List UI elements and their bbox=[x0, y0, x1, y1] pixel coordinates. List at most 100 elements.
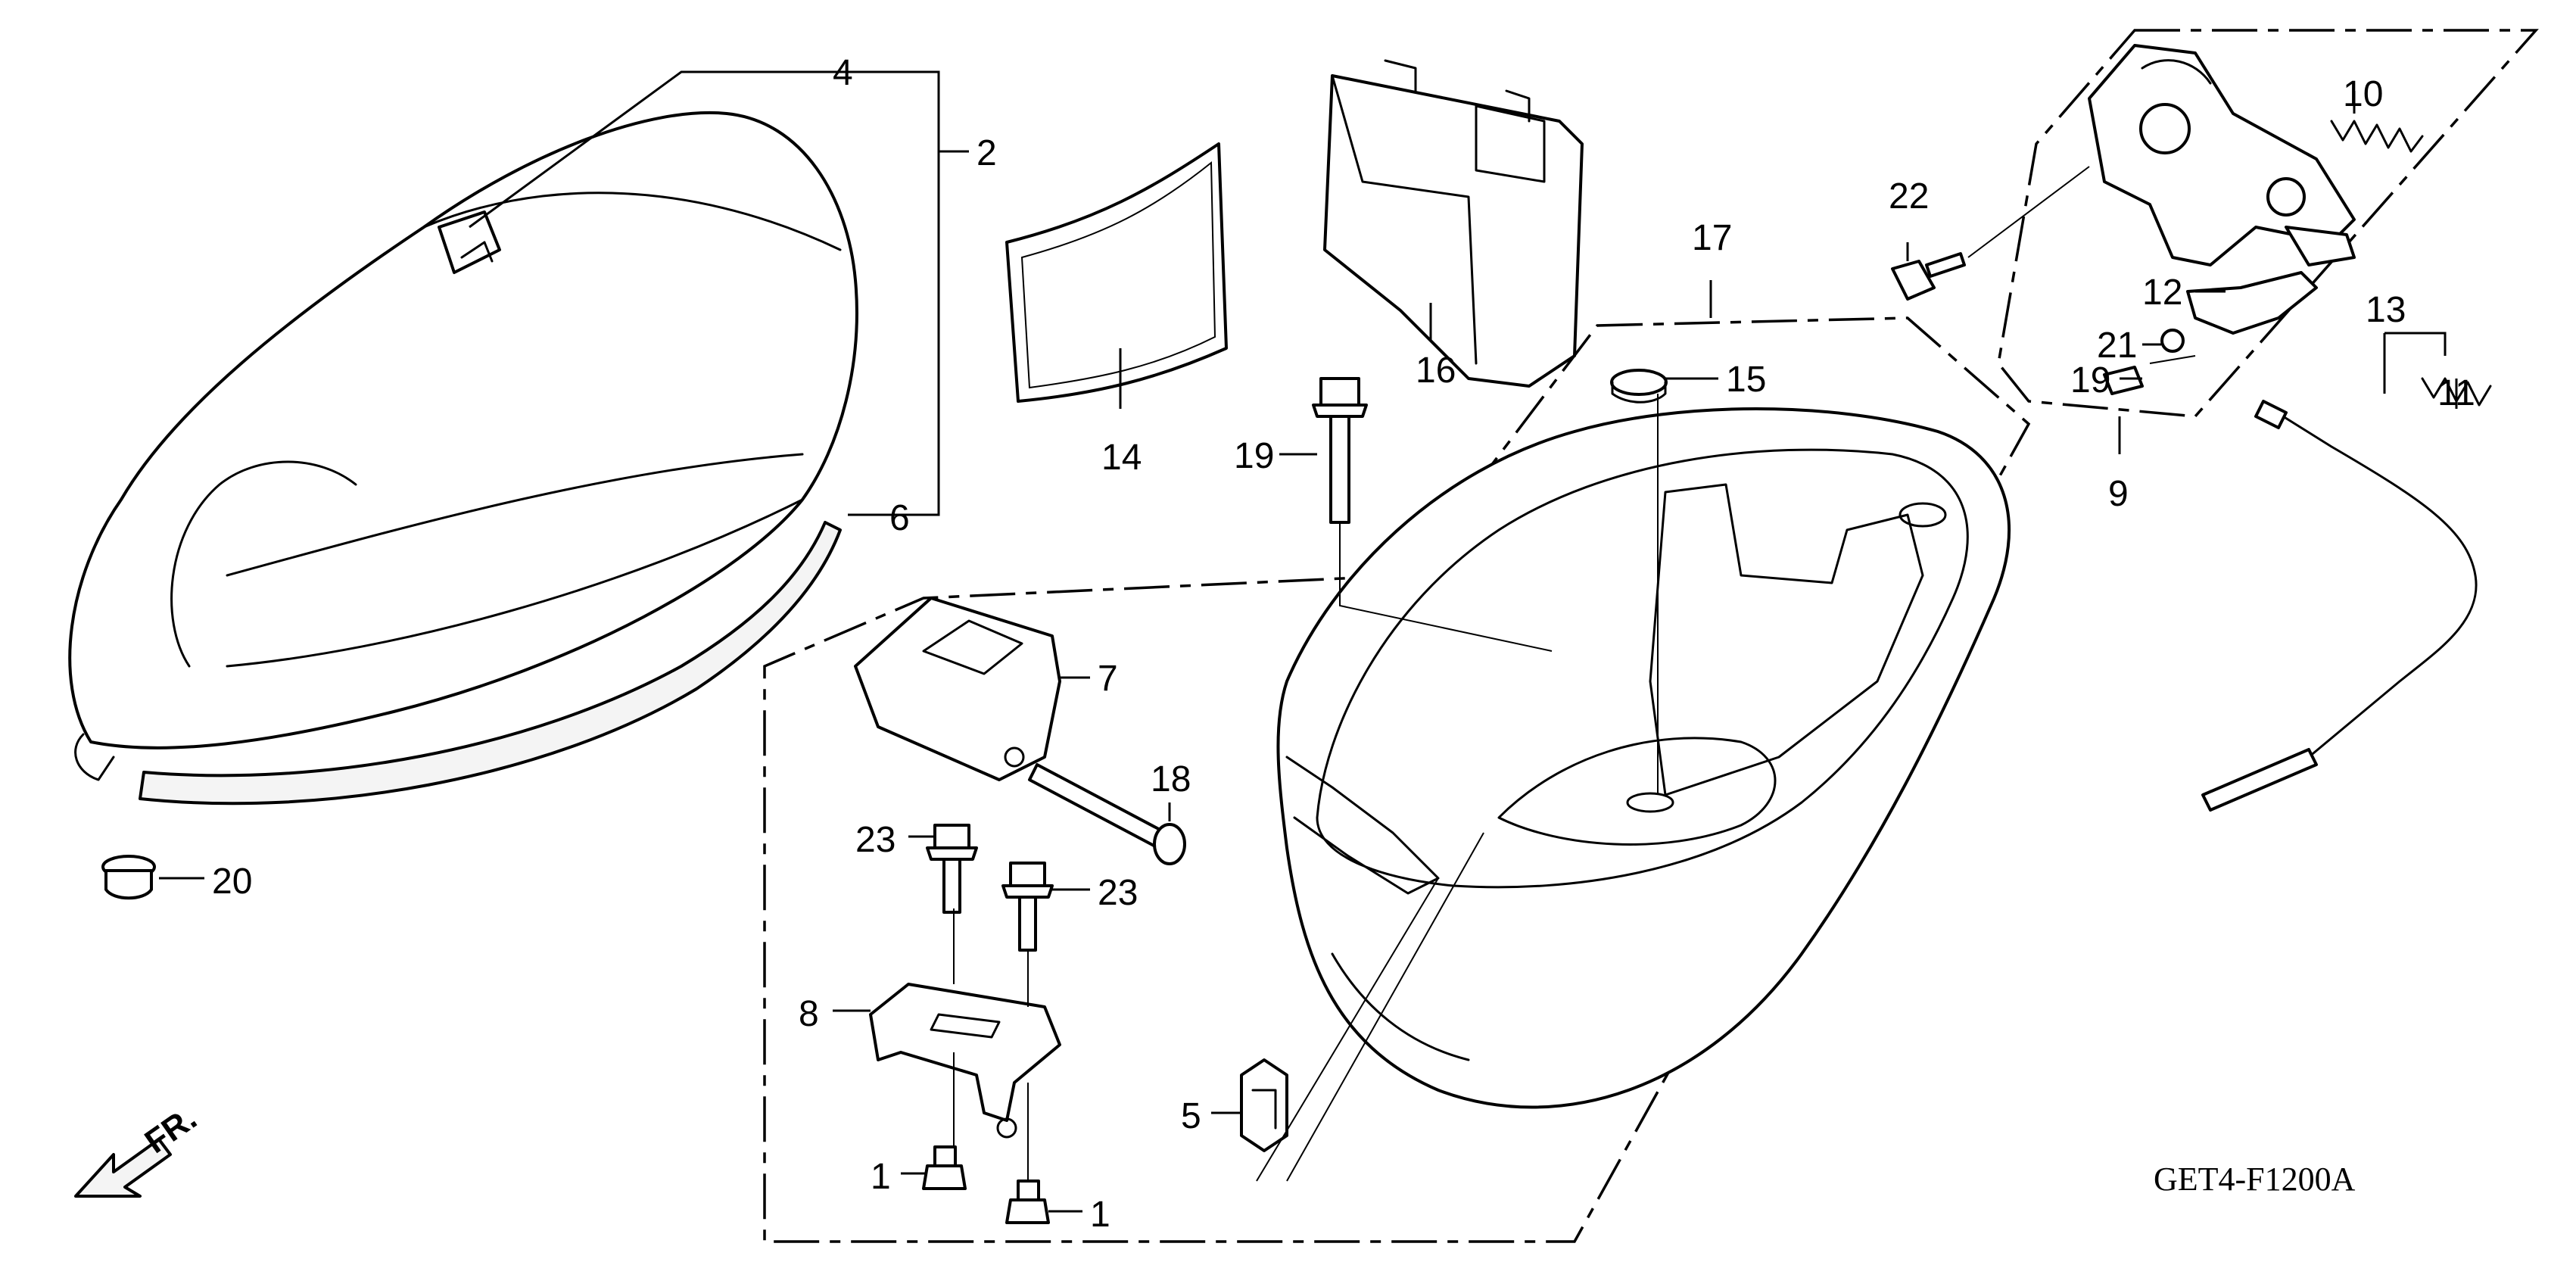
seat-trim-end bbox=[74, 733, 115, 781]
caution-label bbox=[1005, 142, 1228, 403]
nut-1b-boss bbox=[1017, 1179, 1040, 1201]
lock-bracket bbox=[869, 983, 1061, 1139]
clip-nut-a bbox=[922, 1145, 967, 1190]
storage-group-outline bbox=[763, 316, 2031, 1243]
seat-lock-tab bbox=[2285, 226, 2356, 266]
flange-bolt-19 bbox=[1312, 377, 1368, 524]
cable-12-body bbox=[2269, 407, 2478, 759]
storage-box-hole bbox=[1899, 502, 1947, 528]
bolt-22-shank bbox=[1925, 252, 1966, 278]
cap-nut-body bbox=[104, 869, 153, 900]
guide-bolt-19 bbox=[1339, 522, 1553, 652]
seat-assembly bbox=[68, 111, 858, 806]
label-sheet bbox=[1005, 142, 1228, 403]
pin-17-head bbox=[1153, 823, 1186, 865]
callout-19: 19 bbox=[1234, 436, 1274, 476]
clip-4-slot bbox=[1251, 1089, 1277, 1130]
callout-3: 4 bbox=[833, 53, 853, 93]
callout-9: 10 bbox=[2343, 74, 2383, 114]
bolt-23a-flange bbox=[926, 846, 978, 861]
callout-12: 13 bbox=[2366, 290, 2406, 330]
callout-23b: 23 bbox=[1098, 873, 1138, 913]
callout-22: 22 bbox=[1889, 176, 1929, 217]
bracket-6-body bbox=[854, 597, 1061, 781]
guide-seat-lock bbox=[1967, 166, 2196, 364]
seat-emblem-detail bbox=[460, 241, 494, 263]
callout-11: 12 bbox=[2142, 273, 2182, 313]
leader-12 bbox=[2383, 332, 2447, 394]
callout-1b: 1 bbox=[1090, 1195, 1110, 1235]
bolt-23a-shank bbox=[942, 858, 961, 914]
bracket-7-tab bbox=[996, 1117, 1017, 1139]
guide-clip-4 bbox=[1256, 832, 1484, 1182]
callout-7: 8 bbox=[799, 994, 819, 1034]
seat-trim-strip bbox=[139, 521, 842, 806]
seat-lock-stay-11 bbox=[2186, 271, 2318, 335]
nut-1a-boss bbox=[933, 1145, 957, 1167]
callout-21: 21 bbox=[2097, 326, 2137, 366]
bracket-7-body bbox=[869, 983, 1061, 1122]
callout-labels: 4 2 6 20 14 16 17 15 19 7 18 23 23 8 1 1… bbox=[212, 53, 2475, 1235]
seat-contour-rear bbox=[422, 192, 842, 251]
pin-17-shank bbox=[1028, 763, 1167, 849]
bolt-23b-head bbox=[1009, 862, 1046, 887]
callout-10: 11 bbox=[2437, 373, 2475, 413]
leader-bracket-2-5 bbox=[825, 70, 940, 516]
bolt-23b-flange bbox=[1001, 884, 1054, 899]
storage-box-rim bbox=[1316, 448, 1969, 889]
seat-contour-mid bbox=[226, 453, 804, 577]
front-arrow-icon bbox=[74, 1138, 172, 1198]
guide-bolts-to-bracket bbox=[953, 908, 1029, 1181]
flange-bolt-23b bbox=[1001, 862, 1054, 952]
seat-lock-hook bbox=[2141, 59, 2212, 85]
wire-clip bbox=[1240, 1058, 1288, 1152]
callout-15: 16 bbox=[1416, 351, 1456, 391]
front-direction-indicator: FR. bbox=[74, 1099, 204, 1198]
seat-edge-line bbox=[226, 498, 804, 668]
nut-1b-body bbox=[1005, 1198, 1050, 1224]
bolt-19-shank bbox=[1329, 415, 1350, 524]
seat-contour-front bbox=[170, 460, 357, 668]
callout-2: 2 bbox=[977, 133, 997, 173]
seat-lock-cam bbox=[2266, 177, 2306, 217]
storage-box-skirt bbox=[1331, 952, 1470, 1061]
leader-3 bbox=[469, 70, 825, 229]
seat-lock-spring-9 bbox=[2330, 120, 2424, 153]
seat-lock-group-outline bbox=[1997, 29, 2539, 418]
bracket-6-slot bbox=[922, 619, 1023, 675]
bolt-18 bbox=[2103, 366, 2144, 395]
bolt-19-head bbox=[1319, 377, 1360, 407]
callout-20: 20 bbox=[212, 862, 252, 902]
flange-bolt-23a bbox=[926, 824, 978, 914]
seat-lock-cable bbox=[2201, 377, 2492, 812]
diagram-code: GET4-F1200A bbox=[2154, 1161, 2356, 1198]
callout-14: 15 bbox=[1726, 360, 1766, 400]
clip-4-body bbox=[1240, 1058, 1288, 1152]
bracket-7-slot bbox=[930, 1013, 1001, 1039]
washer-21 bbox=[2160, 329, 2185, 353]
clip-nut-b bbox=[1005, 1179, 1050, 1224]
rubber-cap bbox=[1610, 369, 1668, 404]
callout-18: 19 bbox=[2070, 360, 2110, 400]
rubber-cap-side bbox=[1611, 381, 1667, 404]
storage-box-inner-wall bbox=[1649, 483, 1924, 796]
callout-5: 6 bbox=[889, 498, 910, 538]
callout-17: 18 bbox=[1151, 759, 1191, 799]
leader-lines bbox=[159, 70, 2458, 1213]
battery-cover-slot bbox=[1475, 104, 1546, 183]
callout-8: 9 bbox=[2108, 474, 2129, 514]
seat-lock-assembly bbox=[1891, 44, 2424, 395]
battery-cover-fold bbox=[1331, 74, 1478, 365]
battery-cover-body bbox=[1323, 74, 1584, 388]
callout-13: 14 bbox=[1101, 438, 1142, 478]
nut-1a-body bbox=[922, 1164, 967, 1190]
callout-16: 17 bbox=[1692, 218, 1732, 258]
seat-hinge-bracket bbox=[854, 597, 1061, 781]
rubber-cap-body bbox=[1610, 369, 1668, 396]
battery-cover bbox=[1323, 59, 1584, 388]
storage-box-drain bbox=[1626, 792, 1674, 813]
seat-cushion bbox=[68, 111, 858, 749]
seat-emblem bbox=[438, 210, 501, 274]
label-sheet-inner bbox=[1020, 160, 1216, 389]
